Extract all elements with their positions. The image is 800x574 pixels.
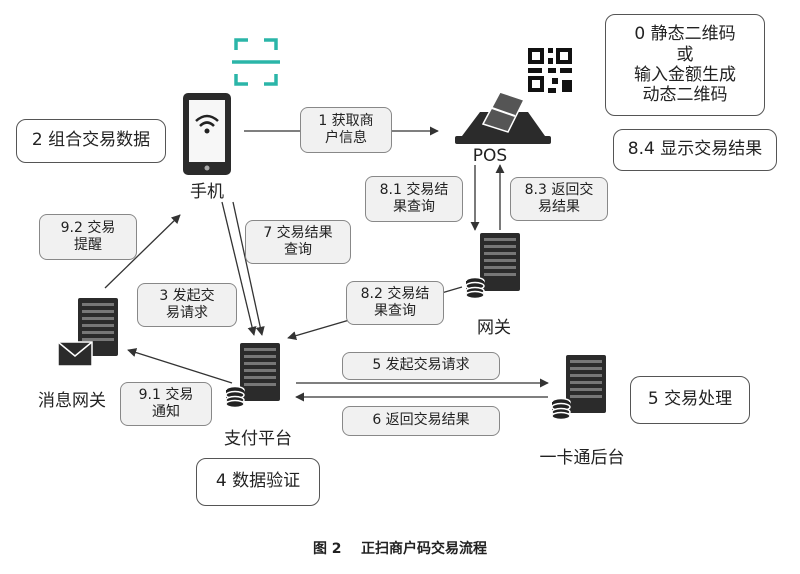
scan-frame-icon bbox=[232, 38, 280, 86]
arrow-phone-to-platform-request bbox=[221, 201, 257, 336]
gateway-server-icon bbox=[465, 233, 520, 300]
payment-platform-label: 支付平台 bbox=[224, 429, 292, 450]
pos-terminal-icon bbox=[455, 91, 551, 144]
card-backend-label: 一卡通后台 bbox=[539, 448, 625, 469]
data-verify-box: 4 数据验证 bbox=[196, 458, 320, 506]
step-9-1-label: 9.1 交易 通知 bbox=[120, 382, 212, 426]
phone-icon bbox=[183, 93, 231, 175]
figure-caption: 图 2 正扫商户码交易流程 bbox=[312, 541, 488, 558]
gateway-label: 网关 bbox=[477, 318, 511, 339]
phone-label: 手机 bbox=[190, 182, 224, 203]
show-result-box: 8.4 显示交易结果 bbox=[613, 129, 777, 171]
step-3-label: 3 发起交 易请求 bbox=[137, 283, 237, 327]
transaction-process-box: 5 交易处理 bbox=[630, 376, 750, 424]
step-6-label: 6 返回交易结果 bbox=[342, 406, 500, 436]
step-8-1-label: 8.1 交易结 果查询 bbox=[365, 176, 463, 222]
envelope-icon bbox=[57, 341, 93, 367]
arrow-platform-to-msggateway bbox=[127, 348, 233, 384]
arrow-phone-to-platform-query bbox=[232, 201, 265, 336]
message-gateway-label: 消息网关 bbox=[38, 391, 106, 412]
step-5-label: 5 发起交易请求 bbox=[342, 352, 500, 380]
payment-platform-server-icon bbox=[225, 343, 280, 409]
qr-code-box: 0 静态二维码 或 输入金额生成 动态二维码 bbox=[605, 14, 765, 116]
arrow-msggateway-to-phone bbox=[104, 214, 181, 289]
message-gateway-server-icon bbox=[57, 298, 118, 367]
step-8-3-label: 8.3 返回交 易结果 bbox=[510, 177, 608, 221]
pos-label: POS bbox=[472, 146, 508, 167]
step-7-label: 7 交易结果 查询 bbox=[245, 220, 351, 264]
step-1-label: 1 获取商 户信息 bbox=[300, 107, 392, 153]
card-backend-server-icon bbox=[551, 355, 606, 421]
assemble-data-box: 2 组合交易数据 bbox=[16, 119, 166, 163]
step-9-2-label: 9.2 交易 提醒 bbox=[39, 214, 137, 260]
step-8-2-label: 8.2 交易结 果查询 bbox=[346, 281, 444, 325]
qr-code-icon bbox=[528, 48, 572, 93]
